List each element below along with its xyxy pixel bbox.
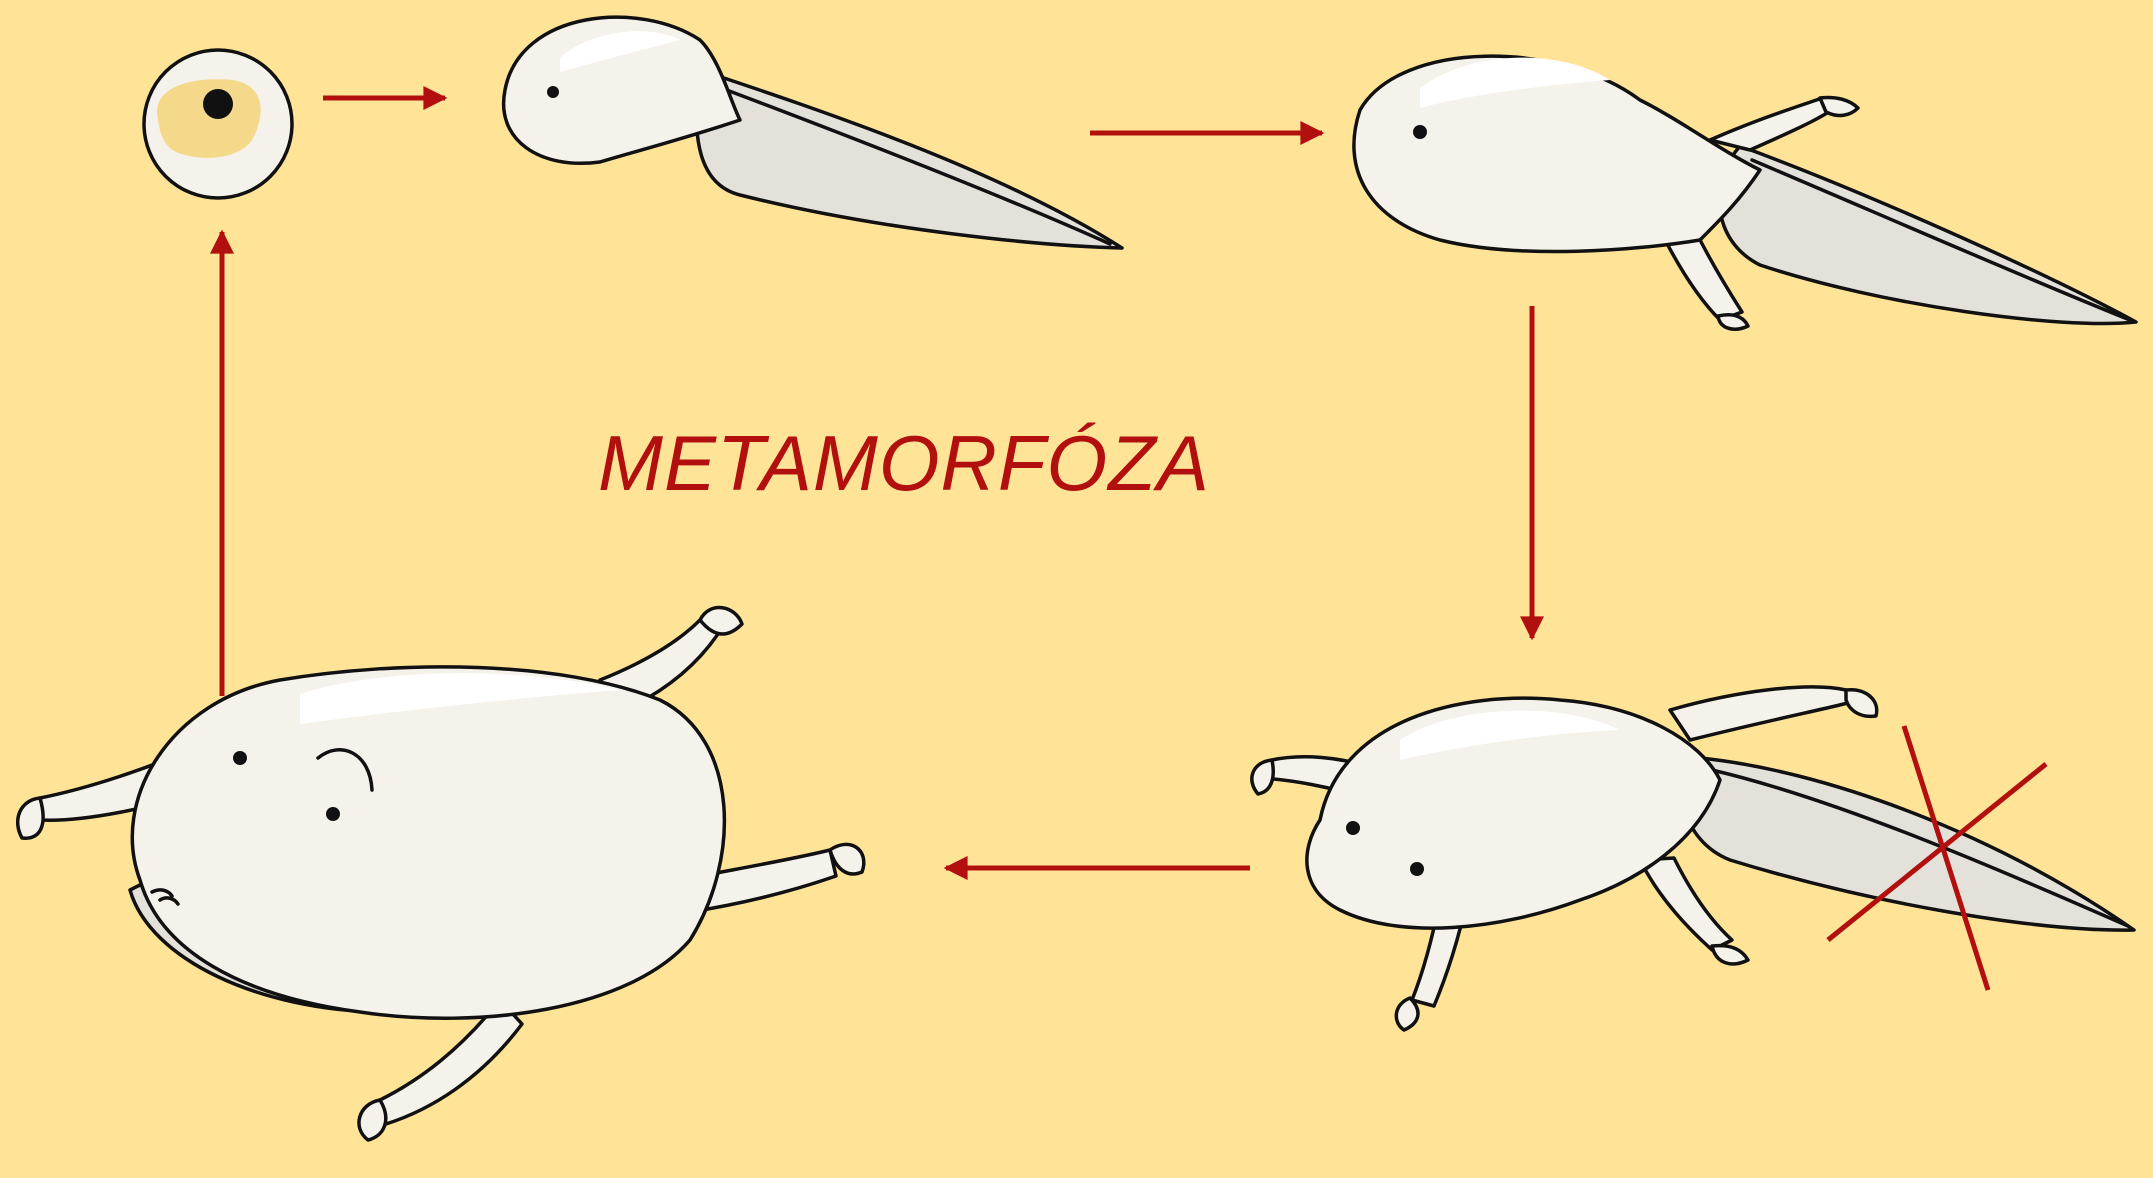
tadpole2-eye	[1413, 125, 1427, 139]
froglet-eye-right	[1410, 862, 1424, 876]
froglet-tail	[1683, 758, 2134, 930]
froglet-hand-left	[1252, 760, 1273, 794]
froglet-hand-lower	[1396, 998, 1418, 1030]
diagram-title: METAMORFÓZA	[598, 418, 1210, 509]
froglet-eye-left	[1346, 821, 1360, 835]
froglet-leg-lower-right	[1640, 858, 1732, 950]
egg-yolk	[157, 79, 261, 158]
tadpole-legs-stage	[1354, 56, 2136, 329]
tadpole2-body	[1354, 56, 1760, 251]
egg-stage	[144, 50, 292, 198]
frog-body	[132, 667, 724, 1018]
frog-foot-lower	[359, 1100, 386, 1140]
tadpole-eye	[547, 86, 559, 98]
frog-stage	[18, 608, 864, 1140]
tadpole-stage	[504, 17, 1122, 248]
frog-eye-right	[326, 807, 340, 821]
froglet-leg-upper-right	[1670, 687, 1860, 740]
egg-embryo-dot	[203, 89, 233, 119]
frog-hand-left	[18, 798, 43, 838]
hind-foot-upper	[1820, 97, 1858, 115]
froglet-foot-upper-right	[1846, 690, 1877, 717]
froglet-foot-lower-right	[1712, 946, 1748, 964]
hind-foot-lower	[1718, 315, 1748, 329]
froglet-stage	[1252, 687, 2134, 1030]
frog-eye-left	[233, 751, 247, 765]
